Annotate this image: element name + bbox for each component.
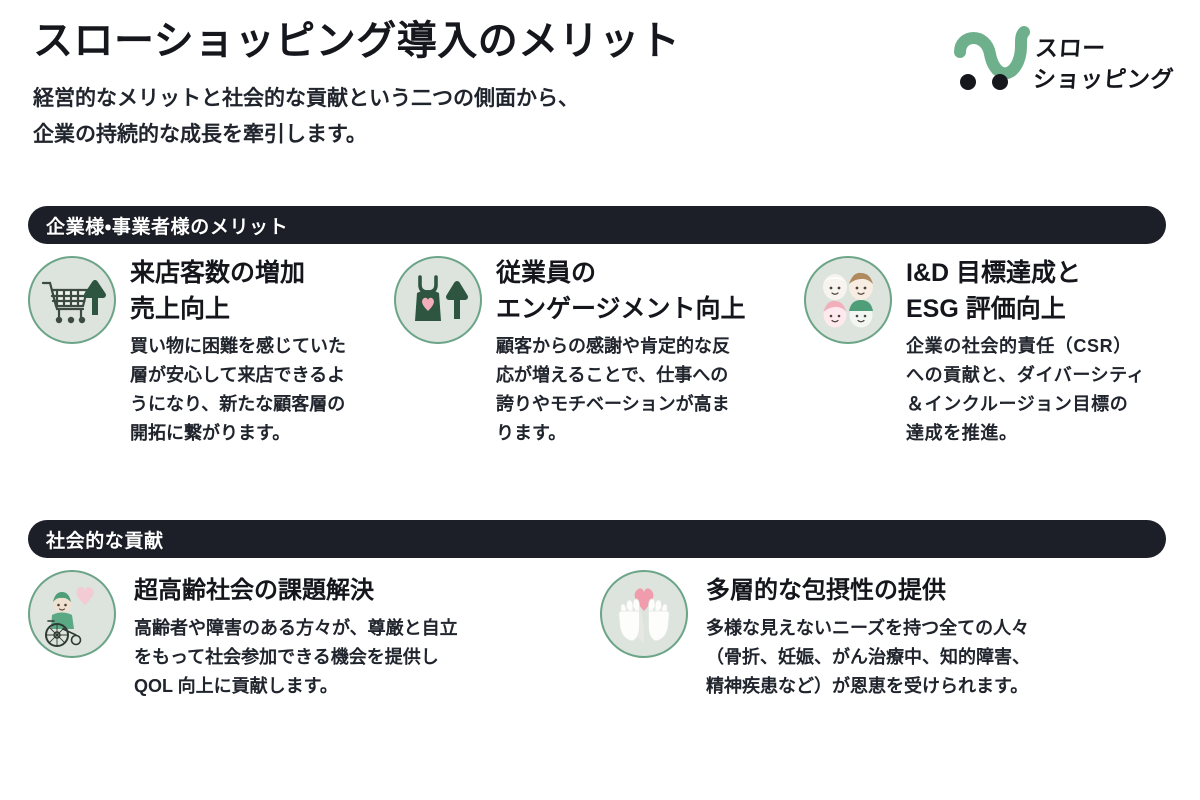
section-header-social-contribution: 社会的な貢献 [28,520,1166,558]
benefit-card-description-line: うになり、新たな顧客層の [130,394,346,415]
benefit-card-description-line: 買い物に困難を感じていた [130,336,346,356]
benefit-card-description-line: への貢献と、ダイバーシティ [906,365,1146,386]
benefit-card-title-line: 売上向上 [130,294,231,323]
benefit-card-description-line: 層が安心して来店できるよ [130,365,346,386]
benefit-card-description-line: 顧客からの感謝や肯定的な反 [496,336,730,356]
benefit-card-description: 顧客からの感謝や肯定的な反 応が増えることで、仕事への 誇りやモチベーションが高… [496,332,746,449]
page-title: スローショッピング導入のメリット [33,19,681,63]
section-header-label: 企業様・事業者様のメリット [46,216,289,238]
brand-logo: スロー ショッピング [948,14,1178,106]
benefit-card-body: I&D 目標達成と ESG 評価向上 企業の社会的責任（CSR） への貢献と、ダ… [892,256,1145,449]
benefit-card-body: 多層的な包摂性の提供 多様な見えないニーズを持つ全ての人々 （骨折、妊娠、がん治… [688,570,1030,702]
shopping-cart-up-arrow-icon [28,256,116,344]
benefit-card-ind-esg: I&D 目標達成と ESG 評価向上 企業の社会的責任（CSR） への貢献と、ダ… [804,256,1184,449]
benefit-card-title-line: ESG 評価向上 [906,294,1066,323]
benefit-card-description-line: ＆インクルージョン目標の [906,394,1129,415]
benefit-card-title-line: 従業員の [496,259,597,287]
benefit-card-description-line: 多様な見えないニーズを持つ全ての人々 [706,618,1030,639]
benefit-card-description: 高齢者や障害のある方々が、尊厳と自立 をもって社会参加できる機会を提供し QOL… [134,614,458,701]
benefit-card-description: 買い物に困難を感じていた 層が安心して来店できるよ うになり、新たな顧客層の 開… [130,332,346,449]
apron-heart-up-arrow-icon [394,256,482,344]
benefit-card-title-line: 超高齢社会の課題解決 [134,577,374,604]
benefit-card-description: 企業の社会的責任（CSR） への貢献と、ダイバーシティ ＆インクルージョン目標の… [906,332,1145,449]
section-header-label: 社会的な貢献 [46,530,164,552]
page-subtitle-line-2: 企業の持続的な成長を牽引します。 [33,123,367,147]
page-subtitle-line-1: 経営的なメリットと社会的な貢献という二つの側面から、 [33,87,579,111]
benefit-card-title: 多層的な包摂性の提供 [706,574,1030,608]
slow-shopping-cart-mark-icon [954,26,1030,90]
brand-logo-line-1: スロー [1034,35,1107,61]
page-subtitle: 経営的なメリットと社会的な貢献という二つの側面から、 企業の持続的な成長を牽引し… [33,81,793,153]
diverse-faces-icon [804,256,892,344]
benefit-card-title-line: 来店客数の増加 [130,259,306,287]
benefit-card-description-line: 高齢者や障害のある方々が、尊厳と自立 [134,618,458,639]
benefit-card-description-line: ります。 [496,423,567,444]
benefit-card-description-line: （骨折、妊娠、がん治療中、知的障害、 [706,647,1030,668]
hero-block: スローショッピング導入のメリット 経営的なメリットと社会的な貢献という二つの側面… [33,18,793,153]
benefit-card-title: 超高齢社会の課題解決 [134,574,458,608]
benefit-card-description-line: 達成を推進。 [906,423,1018,444]
wheelchair-person-heart-icon [28,570,116,658]
benefit-card-title: 従業員の エンゲージメント向上 [496,256,746,327]
benefit-card-title-line: I&D 目標達成と [906,259,1082,287]
benefit-card-description: 多様な見えないニーズを持つ全ての人々 （骨折、妊娠、がん治療中、知的障害、 精神… [706,614,1030,701]
benefit-card-title: I&D 目標達成と ESG 評価向上 [906,256,1145,327]
benefit-card-description-line: QOL 向上に貢献します。 [134,676,338,697]
benefit-card-description-line: 応が増えることで、仕事への [496,365,729,386]
benefit-card-description-line: 誇りやモチベーションが高ま [496,394,730,415]
benefit-card-body: 超高齢社会の課題解決 高齢者や障害のある方々が、尊厳と自立 をもって社会参加でき… [116,570,458,702]
benefit-card-store-traffic: 来店客数の増加 売上向上 買い物に困難を感じていた 層が安心して来店できるよ う… [28,256,408,449]
benefit-card-description-line: をもって社会参加できる機会を提供し [134,647,439,668]
benefit-card-description-line: 開拓に繋がります。 [130,423,291,444]
benefit-card-title-line: エンゲージメント向上 [496,294,746,323]
benefit-card-multilayer-inclusion: 多層的な包摂性の提供 多様な見えないニーズを持つ全ての人々 （骨折、妊娠、がん治… [600,570,1160,702]
benefit-card-title-line: 多層的な包摂性の提供 [706,577,946,604]
benefit-card-body: 来店客数の増加 売上向上 買い物に困難を感じていた 層が安心して来店できるよ う… [116,256,346,449]
brand-logo-line-2: ショッピング [1032,66,1175,93]
section-header-business-benefits: 企業様・事業者様のメリット [28,206,1166,244]
benefit-card-description-line: 企業の社会的責任（CSR） [906,336,1132,356]
benefit-card-employee-engagement: 従業員の エンゲージメント向上 顧客からの感謝や肯定的な反 応が増えることで、仕… [394,256,794,449]
benefit-card-aging-society: 超高齢社会の課題解決 高齢者や障害のある方々が、尊厳と自立 をもって社会参加でき… [28,570,573,702]
open-hands-heart-icon [600,570,688,658]
brand-logo-text: スロー ショッピング [1032,33,1177,95]
benefit-card-description-line: 精神疾患など）が恩恵を受けられます。 [706,676,1029,697]
benefit-card-title: 来店客数の増加 売上向上 [130,256,346,327]
benefit-card-body: 従業員の エンゲージメント向上 顧客からの感謝や肯定的な反 応が増えることで、仕… [482,256,746,449]
